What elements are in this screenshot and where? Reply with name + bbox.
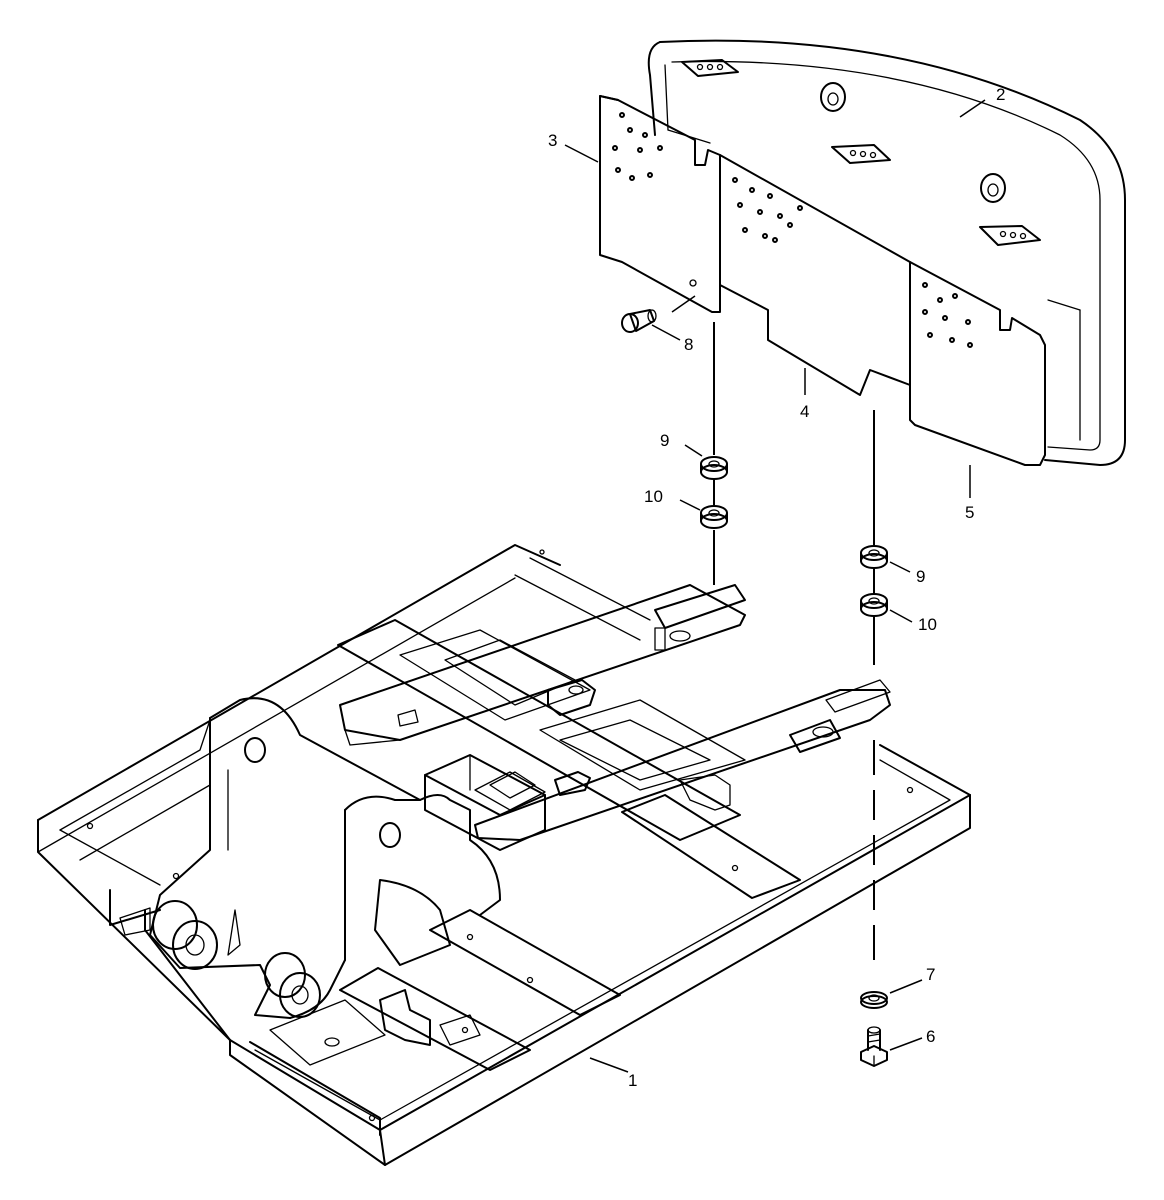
mount-plate-center (831, 144, 891, 164)
spacer-10-left (700, 505, 728, 529)
callout-labels: 1 2 3 4 5 6 7 8 9 9 10 10 (548, 85, 1005, 1090)
bolt-6 (860, 1026, 888, 1067)
callout-3: 3 (548, 131, 557, 150)
mount-plate-right (979, 225, 1041, 246)
callout-8: 8 (684, 335, 693, 354)
callout-10-right: 10 (918, 615, 937, 634)
callout-6: 6 (926, 1027, 935, 1046)
callout-9-right: 9 (916, 567, 925, 586)
callout-2: 2 (996, 85, 1005, 104)
boom-foot-pin-left (152, 900, 218, 970)
lift-eye-right (980, 173, 1006, 203)
callout-9-left: 9 (660, 431, 669, 450)
callout-4: 4 (800, 402, 809, 421)
plate-left (599, 95, 721, 313)
spacer-10-right (860, 593, 888, 617)
mount-plate-left (681, 59, 739, 77)
lift-eye-left (820, 82, 846, 112)
spacer-9-right (860, 545, 888, 569)
plate-center (719, 154, 911, 396)
assembly-axes (713, 322, 875, 960)
pin (621, 309, 657, 333)
callout-1: 1 (628, 1071, 637, 1090)
callout-5: 5 (965, 503, 974, 522)
leader-lines (564, 99, 986, 1073)
counterweight (647, 39, 1126, 466)
washer-7 (860, 991, 888, 1009)
callout-10-left: 10 (644, 487, 663, 506)
plate-right (909, 261, 1046, 466)
callout-7: 7 (926, 965, 935, 984)
revolving-frame (37, 544, 971, 1166)
spacer-9-left (700, 456, 728, 480)
boom-foot-pin-right (264, 952, 321, 1018)
